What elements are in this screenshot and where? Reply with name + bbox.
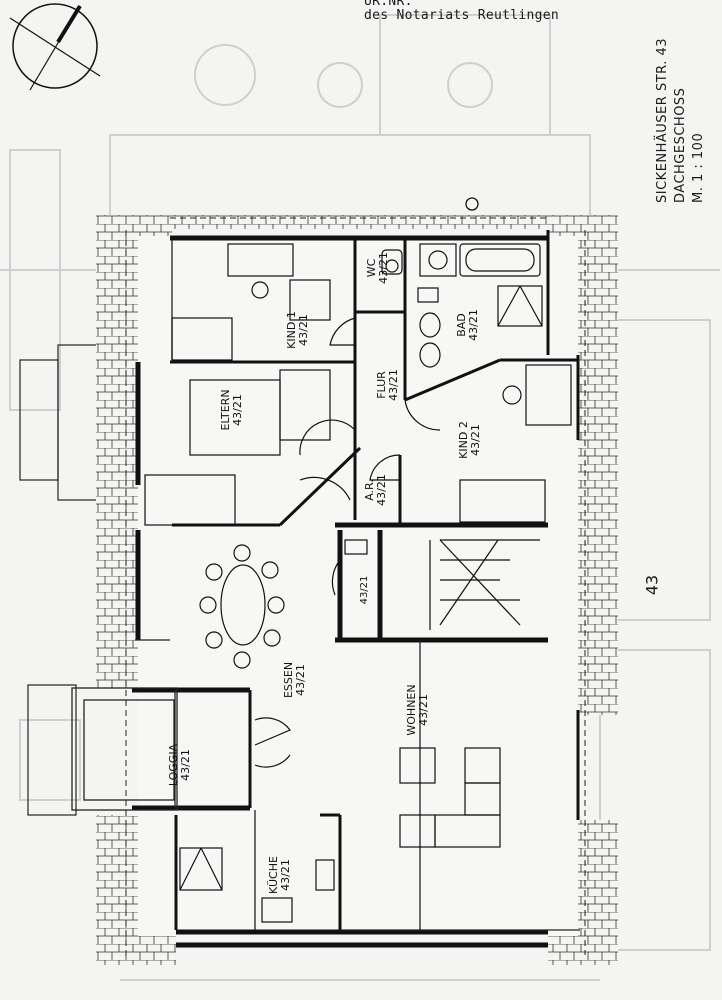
plan-scale: M. 1 : 100 bbox=[691, 132, 706, 203]
header-line-1: UR.NR. bbox=[364, 0, 413, 9]
bathroom-fixtures bbox=[381, 243, 543, 368]
room-stair-label: 43/21 bbox=[359, 575, 370, 605]
plan-street: SICKENHÄUSER STR. 43 bbox=[655, 37, 670, 203]
house-number: 43 bbox=[642, 574, 662, 596]
partitions bbox=[170, 230, 580, 930]
left-annex bbox=[19, 344, 99, 816]
furniture bbox=[144, 243, 572, 923]
plan-floor: DACHGESCHOSS bbox=[673, 87, 688, 203]
north-arrow bbox=[9, 3, 101, 91]
plan-title-block: SICKENHÄUSER STR. 43 DACHGESCHOSS M. 1 :… bbox=[655, 38, 706, 215]
walls bbox=[132, 235, 548, 948]
header-line-2: des Notariats Reutlingen bbox=[364, 8, 560, 23]
room-ar: A.R.43/21 bbox=[363, 474, 388, 506]
doors bbox=[254, 317, 441, 768]
